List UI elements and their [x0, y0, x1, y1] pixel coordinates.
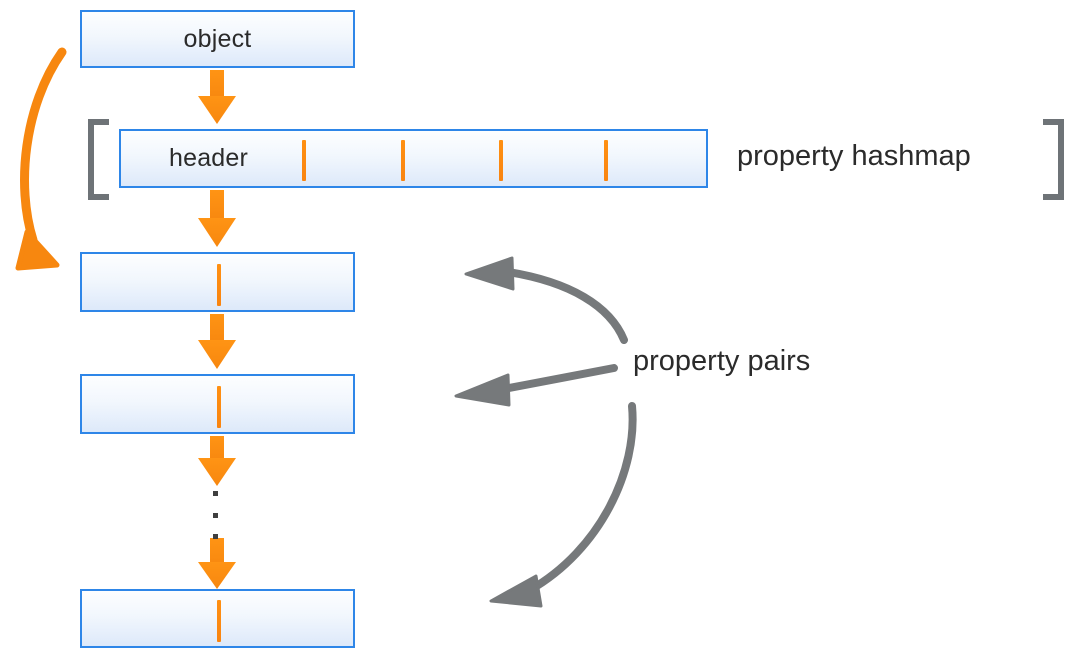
header-tick-3: [499, 140, 503, 181]
ellipsis-dot: [212, 534, 218, 539]
ellipsis-dot: [212, 512, 218, 518]
header-box-label: header: [169, 144, 249, 172]
header-tick-1: [302, 140, 306, 181]
gray-arrow-to-pair-1: [464, 256, 628, 344]
header-box[interactable]: header: [119, 129, 708, 188]
property-pair-box-2[interactable]: [80, 374, 355, 434]
header-tick-2: [401, 140, 405, 181]
pair-2-divider: [217, 386, 221, 428]
gray-arrow-to-pair-3: [489, 402, 637, 608]
property-pair-box-3[interactable]: [80, 589, 355, 648]
orange-arrow-object-to-header: [198, 70, 236, 124]
property-hashmap-label: property hashmap: [737, 140, 971, 172]
vertical-ellipsis-icon: [212, 491, 218, 539]
orange-arrow-pair-2-to-ellipsis: [198, 436, 236, 486]
object-box-label: object: [183, 24, 252, 53]
object-box[interactable]: object: [80, 10, 355, 68]
orange-arrow-header-to-pair-1: [198, 190, 236, 247]
property-pairs-label: property pairs: [633, 345, 811, 377]
pair-3-divider: [217, 600, 221, 642]
bracket-left: [88, 119, 109, 200]
ellipsis-dot: [212, 491, 218, 496]
orange-arrow-pair-1-to-pair-2: [198, 314, 236, 369]
header-tick-4: [604, 140, 608, 181]
orange-arrow-ellipsis-to-pair-3: [198, 538, 236, 589]
property-pair-box-1[interactable]: [80, 252, 355, 312]
bracket-right: [1043, 119, 1064, 200]
gray-arrow-to-pair-2: [454, 364, 618, 407]
orange-curved-arrow-object-to-pair: [15, 47, 67, 271]
pair-1-divider: [217, 264, 221, 306]
